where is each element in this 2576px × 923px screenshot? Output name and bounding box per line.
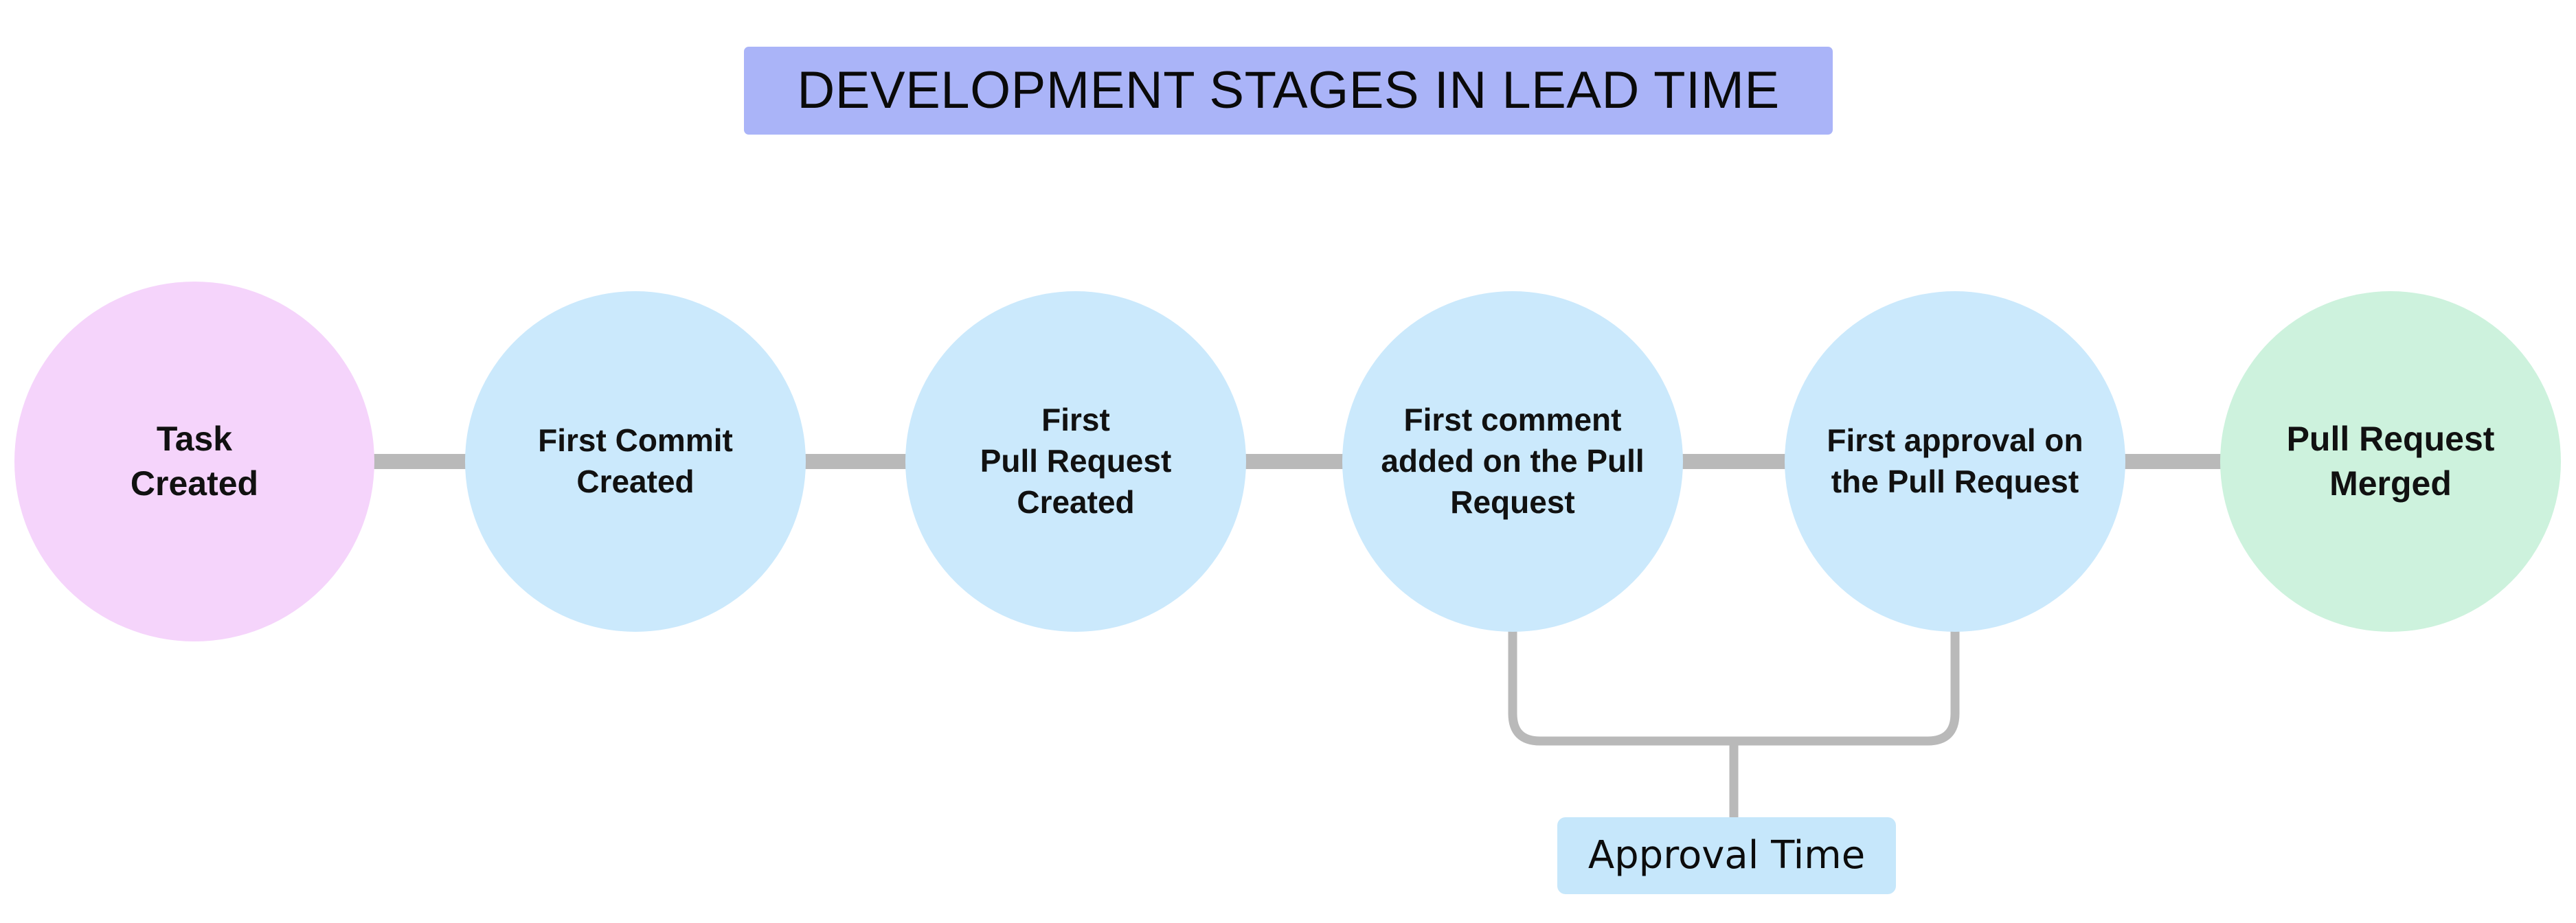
connector-approval-to-merged xyxy=(2124,454,2223,469)
stage-node-first-commit-created[interactable]: First Commit Created xyxy=(465,291,806,632)
bracket-path xyxy=(1508,630,1960,746)
stage-label-first-pull-request-created: First Pull Request Created xyxy=(980,402,1172,520)
stage-node-pull-request-merged[interactable]: Pull Request Merged xyxy=(2220,291,2561,632)
stage-node-first-approval-on-pull-request[interactable]: First approval on the Pull Request xyxy=(1785,291,2125,632)
page-title: DEVELOPMENT STAGES IN LEAD TIME xyxy=(797,61,1780,119)
diagram-title-banner: DEVELOPMENT STAGES IN LEAD TIME xyxy=(744,47,1833,135)
connector-commit-to-pr xyxy=(804,454,908,469)
stage-node-first-pull-request-created[interactable]: First Pull Request Created xyxy=(905,291,1246,632)
stage-label-first-approval-on-pull-request: First approval on the Pull Request xyxy=(1827,422,2083,499)
connector-pr-to-comment xyxy=(1245,454,1346,469)
approval-time-label: Approval Time xyxy=(1588,833,1866,878)
connector-comment-to-approval xyxy=(1681,454,1785,469)
stage-label-first-commit-created: First Commit Created xyxy=(538,422,733,499)
stage-label-pull-request-merged: Pull Request Merged xyxy=(2286,420,2495,503)
stage-label-task-created: Task Created xyxy=(130,420,259,503)
stage-node-task-created[interactable]: Task Created xyxy=(14,282,374,641)
connector-task-to-commit xyxy=(366,454,483,469)
stage-label-first-comment-on-pull-request: First comment added on the Pull Request xyxy=(1381,402,1645,520)
stage-node-first-comment-on-pull-request[interactable]: First comment added on the Pull Request xyxy=(1342,291,1683,632)
approval-time-callout[interactable]: Approval Time xyxy=(1557,817,1896,894)
